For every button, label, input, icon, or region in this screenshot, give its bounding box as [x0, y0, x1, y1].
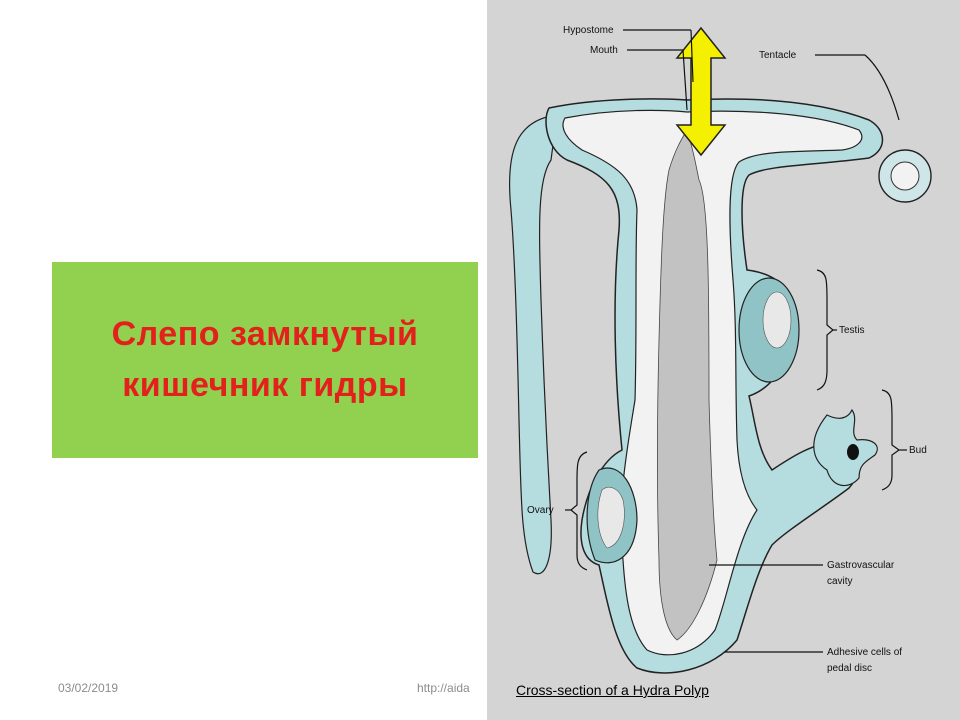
gastrovascular-cavity	[657, 129, 718, 641]
leader-lines	[565, 29, 907, 653]
hydra-diagram: Hypostome Mouth Tentacle Testis Bud Ovar…	[508, 25, 932, 674]
label-testis: Testis	[839, 325, 865, 336]
bud	[813, 408, 878, 487]
label-mouth: Mouth	[590, 45, 618, 56]
hydra-diagram-panel: Hypostome Mouth Tentacle Testis Bud Ovar…	[487, 0, 960, 720]
double-arrow-vertical-icon	[675, 26, 727, 157]
label-hypostome: Hypostome	[563, 25, 614, 36]
label-adhesive-line-2: pedal disc	[827, 663, 872, 674]
left-tentacle	[508, 114, 558, 575]
label-bud: Bud	[909, 445, 927, 456]
label-cavity-line-1: Gastrovascular	[827, 560, 895, 571]
body-endoderm	[562, 109, 863, 656]
label-tentacle: Tentacle	[759, 50, 797, 61]
footer-date: 03/02/2019	[58, 681, 119, 695]
diagram-caption: Cross-section of a Hydra Polyp	[516, 682, 709, 698]
slide-title-box: Слепо замкнутый кишечник гидры	[52, 262, 478, 458]
label-cavity-line-2: cavity	[827, 576, 853, 587]
slide-title: Слепо замкнутый кишечник гидры	[112, 309, 419, 411]
label-ovary: Ovary	[527, 505, 554, 516]
slide-title-line-1: Слепо замкнутый	[111, 315, 419, 353]
footer-url: http://aida	[417, 681, 470, 695]
label-adhesive-line-1: Adhesive cells of	[827, 647, 902, 658]
slide-title-line-2: кишечник гидры	[122, 366, 408, 404]
